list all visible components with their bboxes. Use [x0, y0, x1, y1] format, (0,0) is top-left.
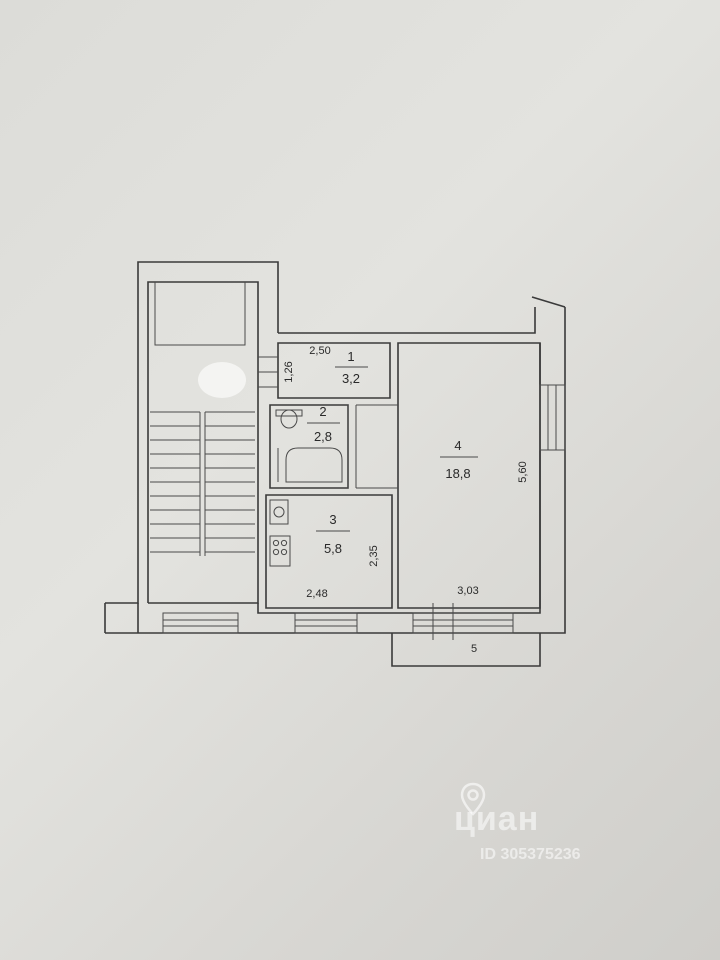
- room-3-kitchen: [265, 494, 393, 634]
- watermark-listing-id: ID 305375236: [480, 846, 581, 863]
- room-4-living: [162, 342, 566, 640]
- window-icon: [539, 384, 566, 451]
- room-3-number: 3: [329, 512, 336, 527]
- stairwell: [105, 261, 279, 604]
- balcony: [391, 633, 541, 667]
- redaction-blot: [198, 362, 246, 398]
- balcony-dimension: 5: [471, 643, 477, 655]
- hall-depth-dimension: 1,26: [283, 361, 295, 382]
- window-icon: [412, 603, 514, 640]
- hall-width-dimension: 2,50: [309, 345, 330, 357]
- room-1-area: 3,2: [342, 371, 360, 386]
- room-2-bathroom: [269, 404, 357, 489]
- room-2-area: 2,8: [314, 429, 332, 444]
- sink-icon: [269, 499, 289, 525]
- room-3-area: 5,8: [324, 541, 342, 556]
- cian-watermark: циан ID 305375236: [450, 782, 581, 863]
- room-depth-dimension: 5,60: [517, 461, 529, 482]
- room-width-dimension: 3,03: [457, 585, 478, 597]
- apartment-walls: [104, 296, 566, 634]
- room-4-number: 4: [454, 438, 461, 453]
- kitchen-width-dimension: 2,48: [306, 588, 327, 600]
- stove-icon: [269, 535, 291, 567]
- stairs-icon: [150, 411, 255, 556]
- toilet-icon: [275, 409, 303, 429]
- kitchen-depth-dimension: 2,35: [368, 545, 380, 566]
- room-1-hallway: [258, 342, 391, 399]
- location-pin-icon: [460, 782, 486, 816]
- bathtub-icon: [277, 447, 343, 483]
- room-4-area: 18,8: [445, 466, 470, 481]
- window-icon: [294, 612, 358, 634]
- room-1-number: 1: [347, 349, 354, 364]
- room-2-number: 2: [319, 404, 326, 419]
- window-icon: [162, 612, 239, 634]
